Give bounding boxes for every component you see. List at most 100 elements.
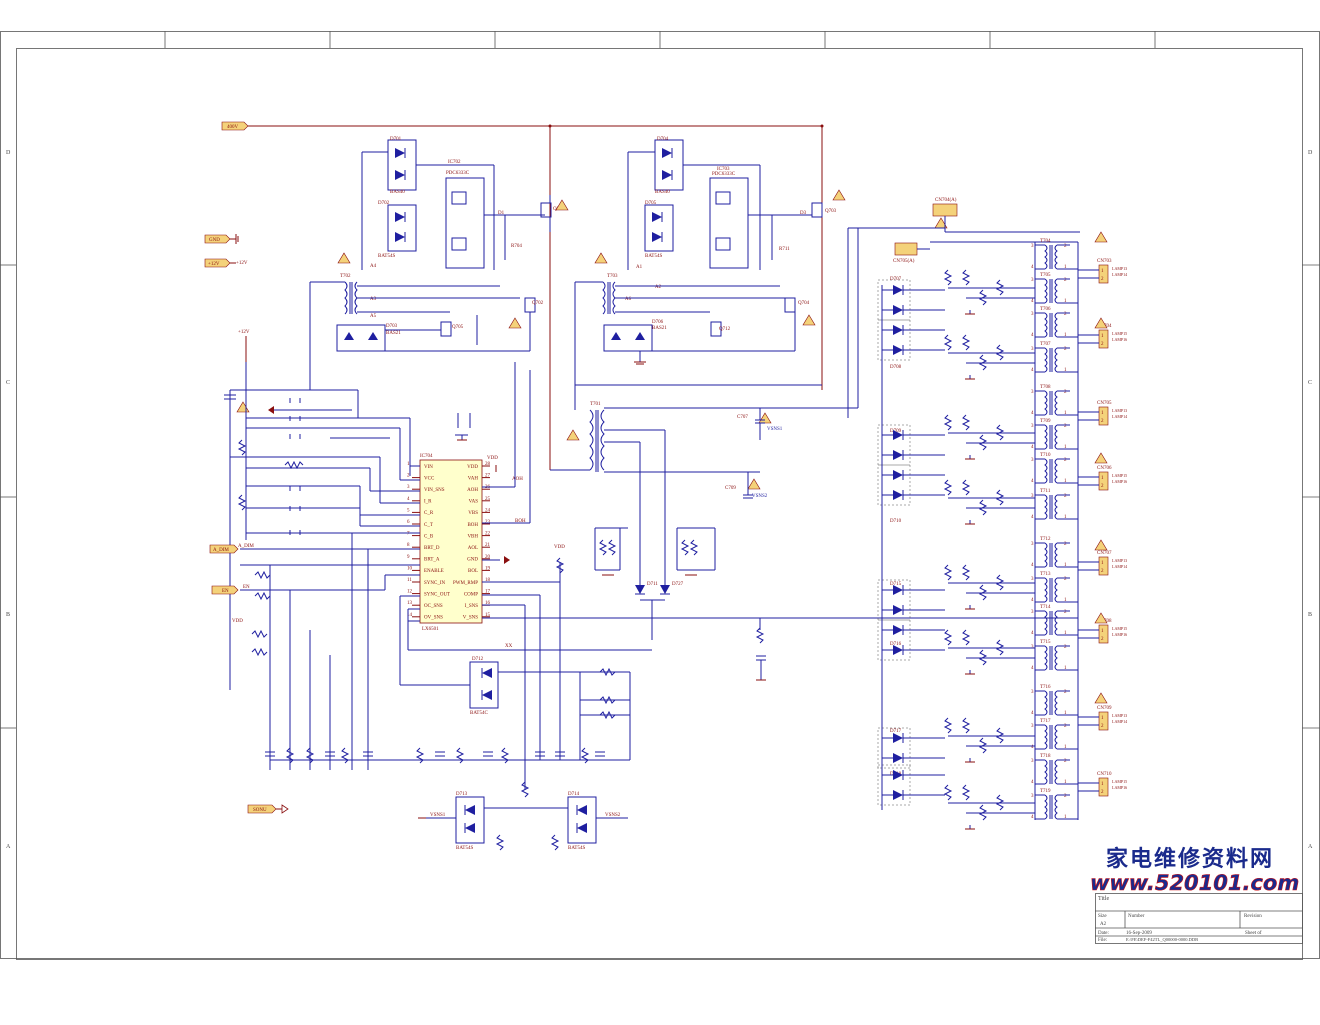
svg-text:+12V: +12V — [236, 261, 248, 266]
caution-icon — [1094, 539, 1108, 551]
port-400v-label: 400V — [227, 125, 239, 130]
d713-d714: D713 BAT54S D714 BAT54S VSNS1 VSNS2 — [418, 781, 628, 851]
svg-text:3: 3 — [1031, 278, 1034, 283]
svg-text:4: 4 — [1031, 711, 1034, 716]
svg-text:4: 4 — [1031, 479, 1034, 484]
outer-frame — [0, 31, 1320, 959]
svg-text:CN705: CN705 — [1097, 401, 1112, 406]
caution-icon — [1094, 692, 1108, 704]
port-sonu: SONU — [247, 804, 289, 814]
svg-text:1: 1 — [1101, 411, 1104, 416]
row-mark-b-right: B — [1308, 612, 1312, 618]
svg-text:T701: T701 — [590, 402, 601, 407]
svg-text:A_DIM: A_DIM — [213, 548, 229, 553]
svg-text:1: 1 — [1064, 265, 1067, 270]
svg-text:D711: D711 — [647, 582, 658, 587]
transformer-t702: T702 — [309, 274, 520, 390]
cn704a: CN704(A) — [847, 198, 1080, 418]
svg-text:2: 2 — [1064, 244, 1067, 249]
sense-resistor-block — [943, 269, 1035, 315]
ic704-right-pins: 28VDD27VAH26AOH25VAS24VBS23BOH22VBH21AOL… — [453, 462, 491, 621]
svg-text:Q712: Q712 — [719, 327, 731, 332]
svg-text:BAT54S: BAT54S — [568, 846, 585, 851]
ic704-pin-name: VIN — [424, 465, 433, 470]
svg-text:4: 4 — [1031, 666, 1034, 671]
diode-pair: D718 — [877, 764, 945, 806]
d712-bat54c: D712 BAT54C — [469, 657, 580, 716]
caution-icon — [1094, 231, 1108, 243]
svg-text:Number: Number — [1128, 914, 1145, 919]
caution-icon — [1094, 452, 1108, 464]
svg-text:1: 1 — [1101, 269, 1104, 274]
svg-text:T705: T705 — [1040, 273, 1051, 278]
sense-resistor-block — [943, 784, 1035, 830]
ic704-pin-name: BOL — [468, 569, 478, 574]
svg-text:4: 4 — [1031, 445, 1034, 450]
ic704-pin-name: VAS — [469, 500, 479, 505]
svg-text:1: 1 — [1064, 333, 1067, 338]
svg-text:T704: T704 — [1040, 239, 1051, 244]
svg-text:2: 2 — [1064, 424, 1067, 429]
svg-text:LAMP15: LAMP15 — [1112, 473, 1127, 478]
sense-resistor-block — [943, 564, 1035, 610]
svg-text:AOH: AOH — [512, 477, 523, 482]
ic704-pin-number: 8 — [407, 543, 410, 548]
svg-text:1: 1 — [1064, 815, 1067, 820]
ic704-pin-name: COMP — [464, 592, 478, 597]
svg-text:VSNS1: VSNS1 — [767, 427, 783, 432]
ic704-ref: IC704 — [420, 454, 433, 459]
svg-text:1: 1 — [1101, 629, 1104, 634]
svg-text:LAMP13: LAMP13 — [1112, 266, 1127, 271]
ic704-pin-name: PWM_RMP — [453, 581, 478, 586]
svg-text:3: 3 — [1031, 724, 1034, 729]
svg-text:Q705: Q705 — [452, 325, 464, 330]
lamp-balance-network: CN70312LAMP13LAMP14CN70412LAMP15LAMP16CN… — [877, 231, 1127, 830]
svg-text:2: 2 — [1064, 458, 1067, 463]
svg-text:1: 1 — [1064, 666, 1067, 671]
svg-text:2: 2 — [1064, 542, 1067, 547]
svg-text:T715: T715 — [1040, 640, 1051, 645]
svg-text:C709: C709 — [725, 486, 736, 491]
svg-text:VSNS2: VSNS2 — [605, 813, 621, 818]
bas21-b: D706 BAS21 Q712 Q704 — [603, 297, 810, 365]
ic704-wiring — [229, 362, 1078, 790]
svg-text:EN: EN — [222, 589, 229, 594]
svg-text:4: 4 — [1031, 333, 1034, 338]
svg-text:File:: File: — [1098, 938, 1107, 943]
svg-text:2: 2 — [1064, 645, 1067, 650]
ic704-pin-name: SYNC_IN — [424, 581, 446, 586]
ic704-pin-name: VCC — [424, 476, 435, 481]
svg-text:D702: D702 — [378, 201, 390, 206]
svg-text:1: 1 — [1064, 745, 1067, 750]
ic704-pin-number: 2 — [407, 474, 410, 479]
svg-text:2: 2 — [1064, 312, 1067, 317]
ic704-pin-number: 9 — [407, 555, 410, 560]
svg-text:A2: A2 — [655, 285, 662, 290]
title-block: Title Size A2 Number Revision Date: 16-S… — [1095, 893, 1303, 944]
svg-text:VDD: VDD — [232, 619, 243, 624]
row-mark-c-left: C — [6, 380, 10, 386]
ic704-pin-number: 1 — [407, 462, 410, 467]
svg-text:Revision: Revision — [1244, 914, 1262, 919]
svg-text:T719: T719 — [1040, 789, 1051, 794]
diode-pair: D715 — [877, 579, 945, 621]
svg-text:R704: R704 — [511, 244, 522, 249]
svg-text:4: 4 — [1031, 598, 1034, 603]
ic704-pin-name: VDD — [467, 465, 478, 470]
svg-text:3: 3 — [1031, 390, 1034, 395]
svg-text:+12V: +12V — [208, 262, 220, 267]
row-mark-d-right: D — [1308, 150, 1313, 156]
svg-text:2: 2 — [1101, 277, 1104, 282]
svg-text:CN703: CN703 — [1097, 259, 1112, 264]
ic704-pin-name: SYNC_OUT — [424, 592, 450, 597]
cn705a: CN705(A) — [893, 241, 1078, 264]
svg-text:2: 2 — [1064, 610, 1067, 615]
